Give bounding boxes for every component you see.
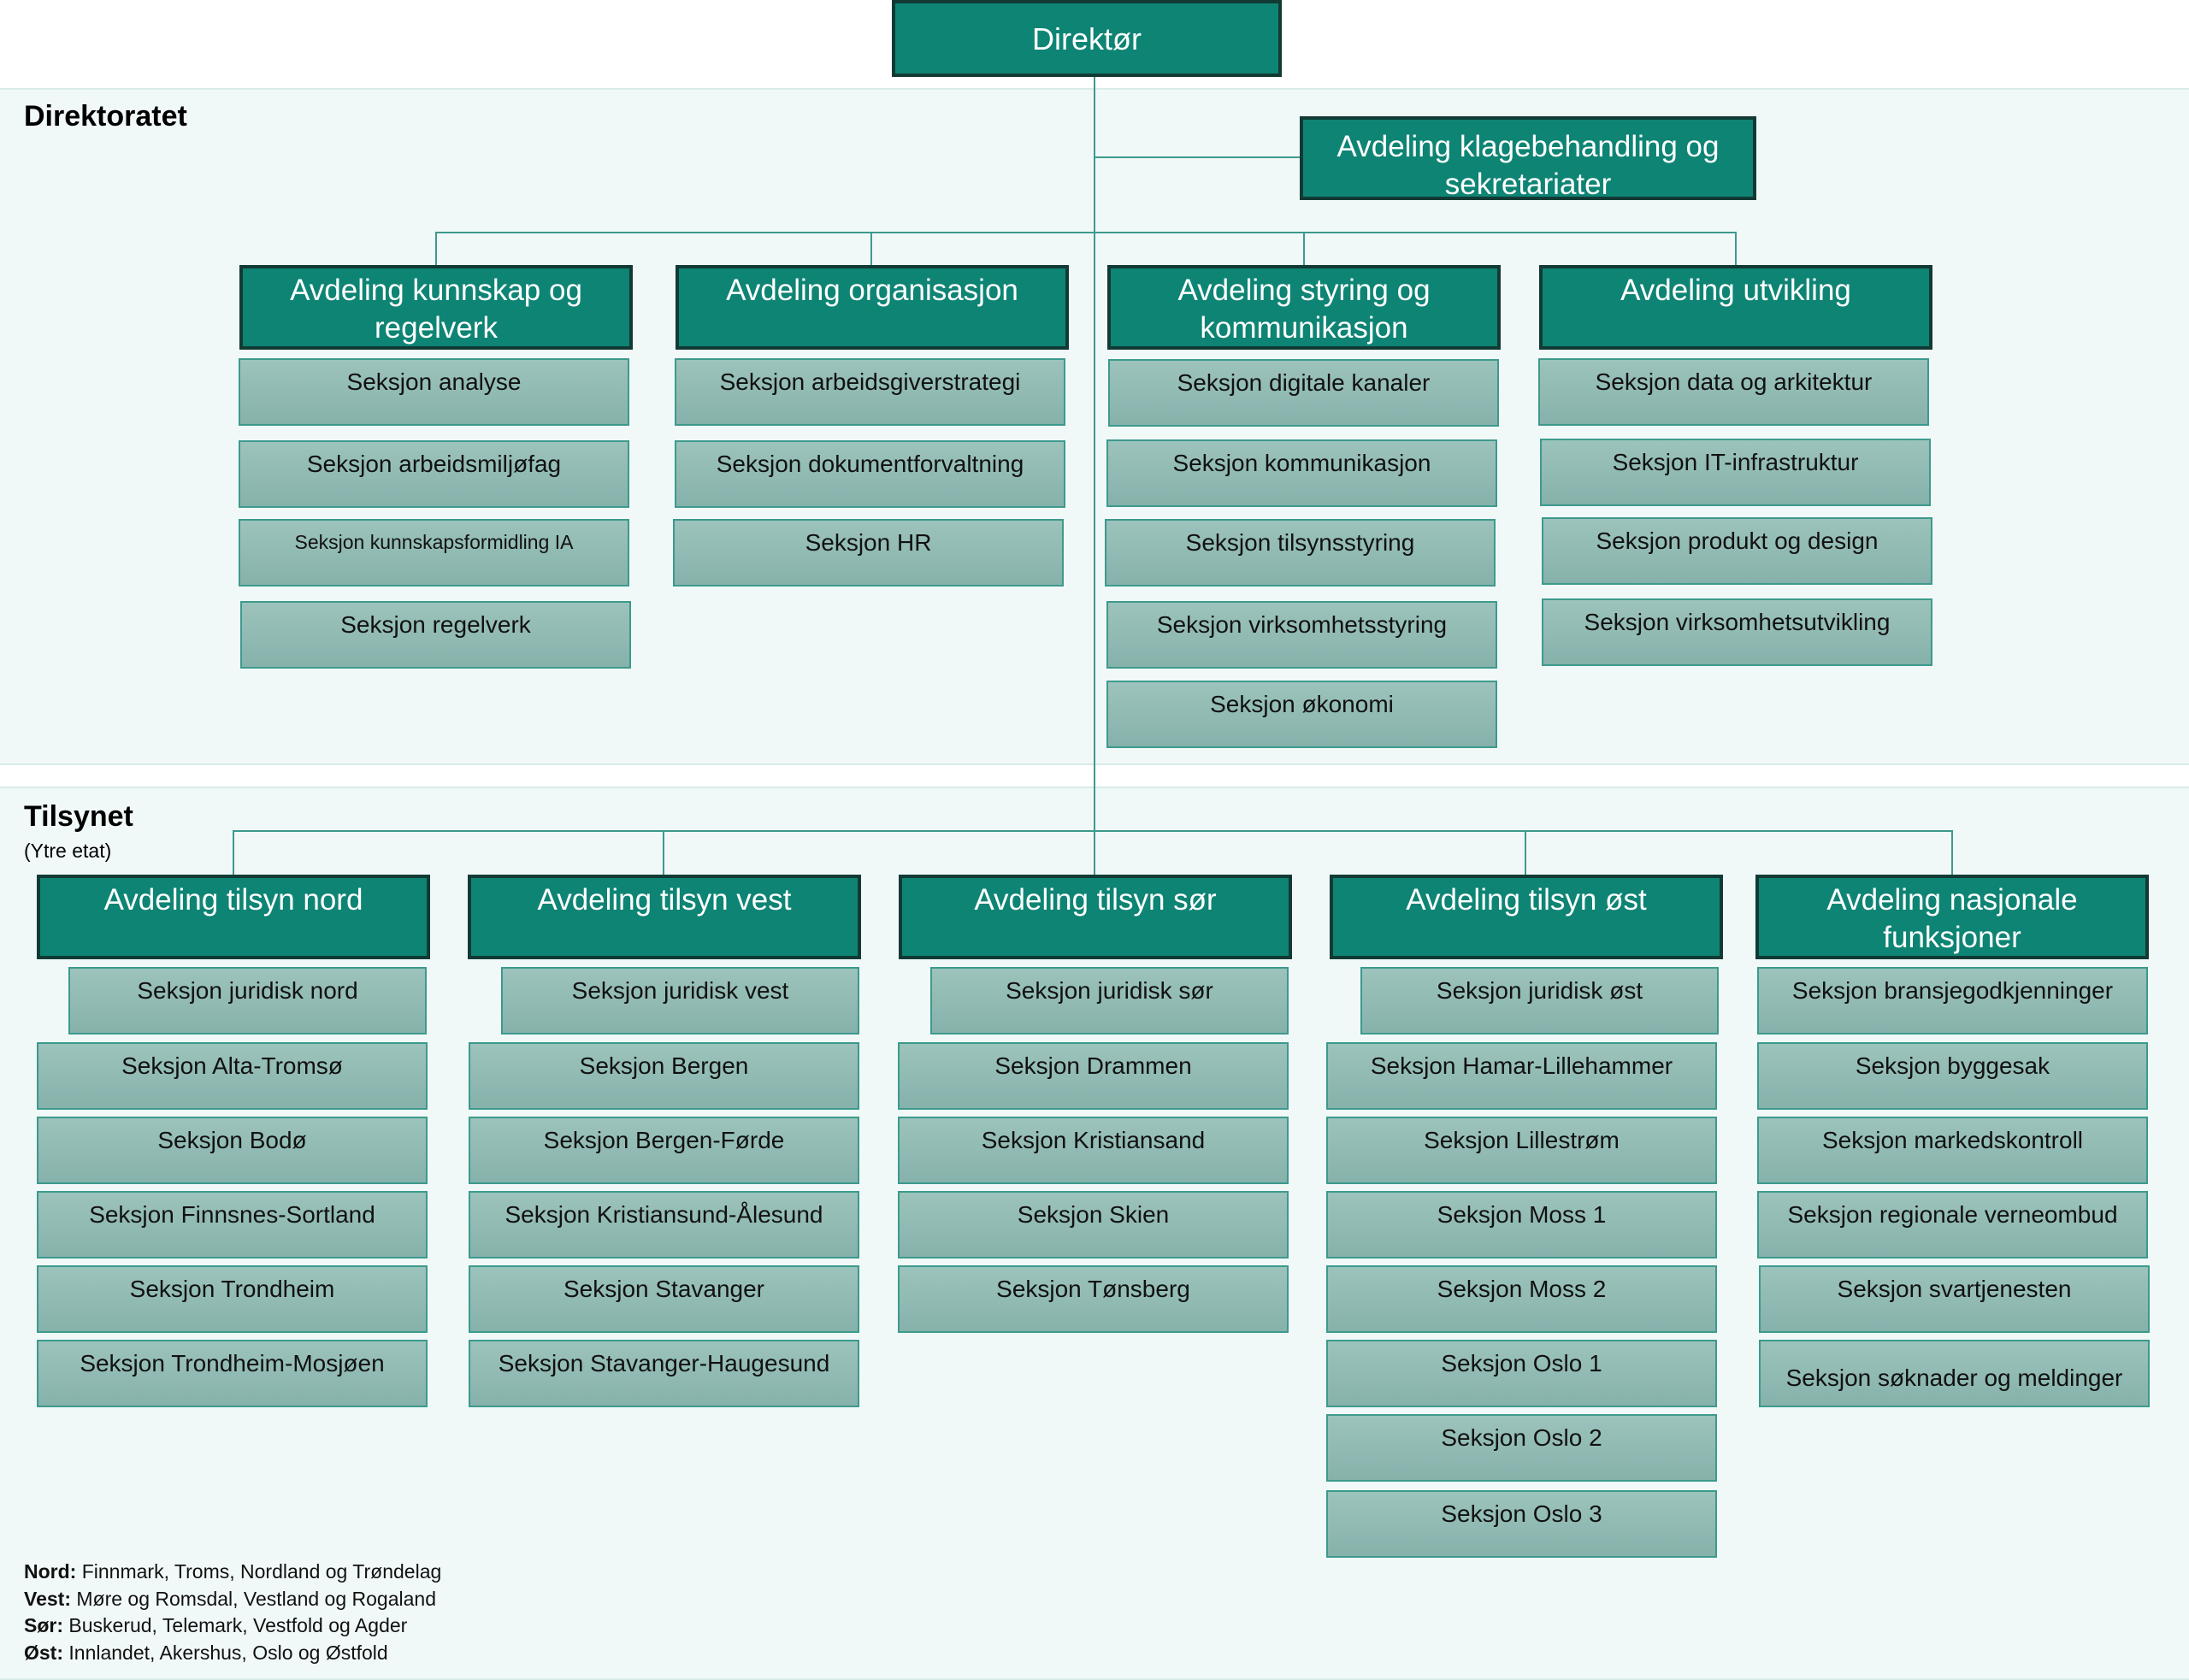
section-box[interactable]: Seksjon Oslo 2 (1326, 1414, 1717, 1482)
section-box[interactable]: Seksjon søknader og meldinger (1759, 1340, 2150, 1407)
section-box[interactable]: Seksjon HR (673, 519, 1064, 587)
section-box[interactable]: Seksjon virksomhetsutvikling (1542, 598, 1932, 666)
section-box[interactable]: Seksjon analyse (239, 358, 629, 426)
dept-kunnskap-regelverk[interactable]: Avdeling kunnskap og regelverk (239, 265, 633, 350)
section-box[interactable]: Seksjon arbeidsmiljøfag (239, 440, 629, 508)
section-box[interactable]: Seksjon markedskontroll (1757, 1117, 2148, 1184)
section-box[interactable]: Seksjon Lillestrøm (1326, 1117, 1717, 1184)
section-box[interactable]: Seksjon Moss 2 (1326, 1265, 1717, 1333)
section-box[interactable]: Seksjon juridisk vest (501, 967, 859, 1035)
section-box[interactable]: Seksjon Finnsnes-Sortland (37, 1191, 428, 1259)
section-box[interactable]: Seksjon Trondheim-Mosjøen (37, 1340, 428, 1407)
dept-styring-kommunikasjon[interactable]: Avdeling styring og kommunikasjon (1107, 265, 1501, 350)
dept-nasjonale-funksjoner[interactable]: Avdeling nasjonale funksjoner (1755, 875, 2149, 959)
dept-utvikling[interactable]: Avdeling utvikling (1539, 265, 1932, 350)
section-box[interactable]: Seksjon juridisk øst (1360, 967, 1719, 1035)
section-box[interactable]: Seksjon Oslo 3 (1326, 1490, 1717, 1558)
director-box[interactable]: Direktør (892, 0, 1282, 77)
dept-tilsyn-vest[interactable]: Avdeling tilsyn vest (468, 875, 861, 959)
section-box[interactable]: Seksjon dokumentforvaltning (675, 440, 1065, 508)
section-box[interactable]: Seksjon juridisk nord (68, 967, 427, 1035)
section-box[interactable]: Seksjon data og arkitektur (1538, 358, 1929, 426)
section-box[interactable]: Seksjon Kristiansund-Ålesund (469, 1191, 859, 1259)
dept-tilsyn-nord[interactable]: Avdeling tilsyn nord (37, 875, 430, 959)
section-box[interactable]: Seksjon økonomi (1106, 681, 1497, 748)
legend-row-vest: Vest: Møre og Romsdal, Vestland og Rogal… (24, 1587, 437, 1610)
region-legend: Nord: Finnmark, Troms, Nordland og Trønd… (24, 1559, 441, 1666)
section-box[interactable]: Seksjon svartjenesten (1759, 1265, 2150, 1333)
section-box[interactable]: Seksjon byggesak (1757, 1042, 2148, 1110)
section-box[interactable]: Seksjon Stavanger (469, 1265, 859, 1333)
dept-tilsyn-ost[interactable]: Avdeling tilsyn øst (1330, 875, 1723, 959)
section-box[interactable]: Seksjon Bergen (469, 1042, 859, 1110)
section-box[interactable]: Seksjon juridisk sør (930, 967, 1289, 1035)
section-box[interactable]: Seksjon Oslo 1 (1326, 1340, 1717, 1407)
legend-row-ost: Øst: Innlandet, Akershus, Oslo og Østfol… (24, 1641, 388, 1664)
section-box[interactable]: Seksjon kunnskapsformidling IA (239, 519, 629, 587)
legend-row-sor: Sør: Buskerud, Telemark, Vestfold og Agd… (24, 1614, 408, 1636)
section-box[interactable]: Seksjon Alta-Tromsø (37, 1042, 428, 1110)
section-box[interactable]: Seksjon produkt og design (1542, 517, 1932, 585)
section-box[interactable]: Seksjon kommunikasjon (1106, 439, 1497, 507)
section-box[interactable]: Seksjon Bodø (37, 1117, 428, 1184)
section-box[interactable]: Seksjon Stavanger-Haugesund (469, 1340, 859, 1407)
section-box[interactable]: Seksjon Trondheim (37, 1265, 428, 1333)
legend-row-nord: Nord: Finnmark, Troms, Nordland og Trønd… (24, 1560, 442, 1583)
section-box[interactable]: Seksjon IT-infrastruktur (1540, 439, 1931, 506)
section-box[interactable]: Seksjon Hamar-Lillehammer (1326, 1042, 1717, 1110)
section-box[interactable]: Seksjon Tønsberg (898, 1265, 1289, 1333)
section-box[interactable]: Seksjon Moss 1 (1326, 1191, 1717, 1259)
section-box[interactable]: Seksjon Bergen-Førde (469, 1117, 859, 1184)
section-box[interactable]: Seksjon arbeidsgiverstrategi (675, 358, 1065, 426)
section-box[interactable]: Seksjon Drammen (898, 1042, 1289, 1110)
tilsynet-title: Tilsynet (24, 800, 133, 833)
section-box[interactable]: Seksjon Skien (898, 1191, 1289, 1259)
section-box[interactable]: Seksjon regelverk (240, 601, 631, 669)
tilsynet-subtitle: (Ytre etat) (24, 840, 112, 862)
section-box[interactable]: Seksjon bransjegodkjenninger (1757, 967, 2148, 1035)
section-box[interactable]: Seksjon digitale kanaler (1108, 359, 1499, 427)
dept-organisasjon[interactable]: Avdeling organisasjon (676, 265, 1069, 350)
section-box[interactable]: Seksjon tilsynsstyring (1105, 519, 1496, 587)
dept-tilsyn-sor[interactable]: Avdeling tilsyn sør (899, 875, 1292, 959)
section-box[interactable]: Seksjon virksomhetsstyring (1106, 601, 1497, 669)
section-box[interactable]: Seksjon Kristiansand (898, 1117, 1289, 1184)
section-box[interactable]: Seksjon regionale verneombud (1757, 1191, 2148, 1259)
directorate-title: Direktoratet (24, 100, 187, 133)
dept-klagebehandling[interactable]: Avdeling klagebehandling og sekretariate… (1300, 116, 1756, 200)
